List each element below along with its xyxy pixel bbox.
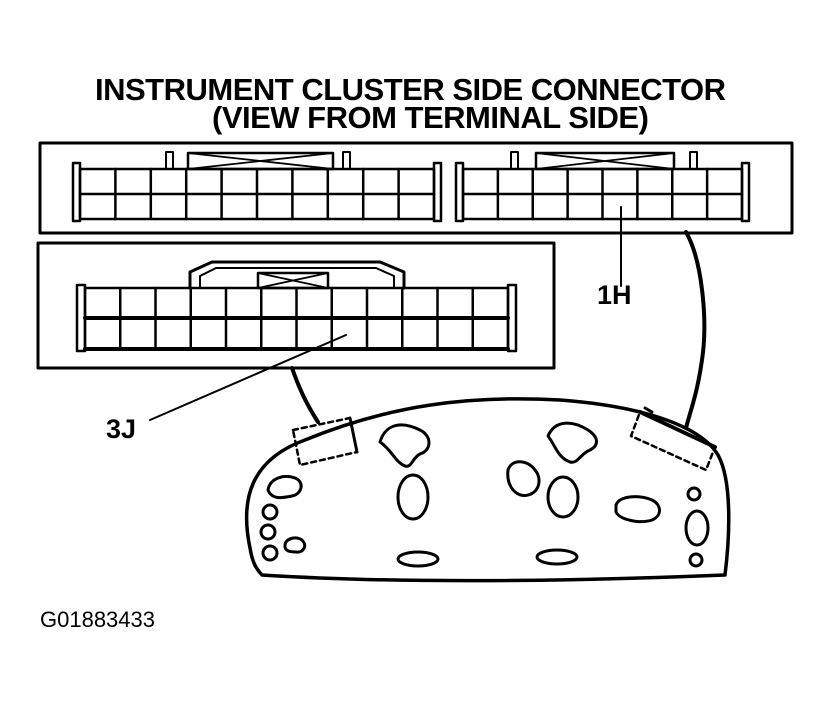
connector-3j-label: 3J bbox=[106, 414, 137, 444]
upper-left-connector bbox=[71, 151, 443, 223]
wire-1h-to-cluster bbox=[684, 230, 707, 430]
lower-connector-3j bbox=[75, 260, 518, 353]
leader-line-3j bbox=[149, 334, 347, 421]
connector-1h-label: 1H bbox=[597, 280, 632, 310]
diagram-title-line-1: INSTRUMENT CLUSTER SIDE CONNECTOR bbox=[95, 72, 726, 107]
cluster-cutouts bbox=[259, 421, 710, 568]
instrument-cluster-outline bbox=[244, 397, 731, 583]
upper-right-connector bbox=[454, 151, 751, 223]
diagram-title-line-2: (VIEW FROM TERMINAL SIDE) bbox=[212, 100, 649, 135]
cluster-socket-3j bbox=[291, 416, 359, 467]
wire-3j-to-cluster bbox=[290, 366, 320, 424]
lower-connector-housing bbox=[36, 241, 556, 370]
figure-id: G01883433 bbox=[40, 607, 155, 632]
cluster-socket-1h bbox=[629, 406, 717, 472]
upper-connector-housing bbox=[38, 141, 794, 235]
